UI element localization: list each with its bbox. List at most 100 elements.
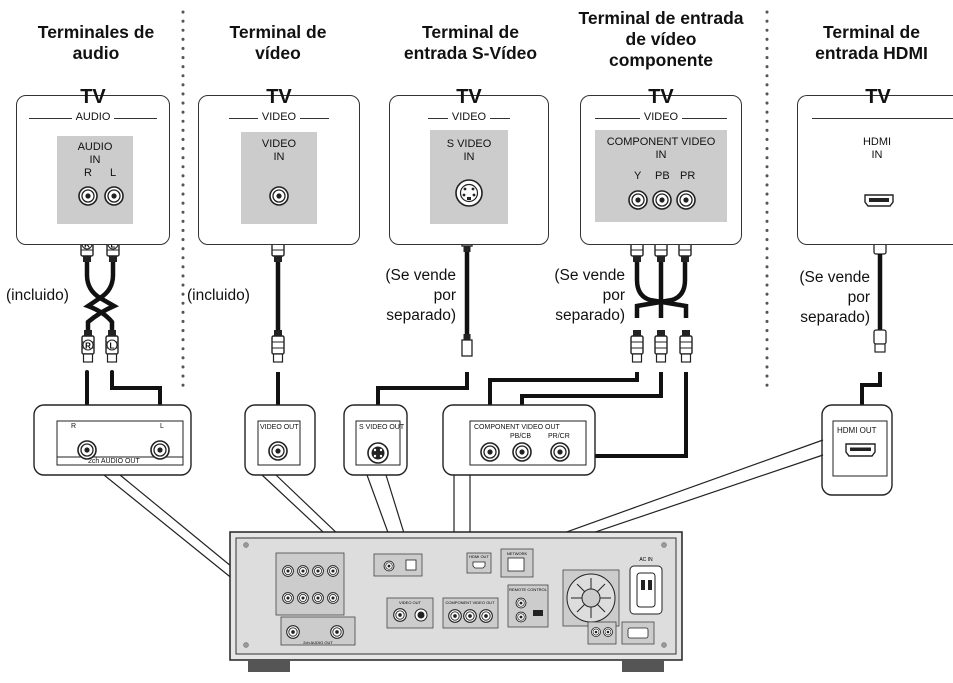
tv-audio-group-label: AUDIO bbox=[71, 111, 115, 123]
player-svideo-panel bbox=[343, 404, 408, 476]
heading-svideo-line2: entrada S-Vídeo bbox=[403, 43, 538, 63]
note-svideo-line1: (Se vende bbox=[385, 267, 456, 284]
tv-svideo-panel: S VIDEO IN bbox=[430, 130, 508, 224]
tv-svideo-panel-line1: S VIDEO bbox=[446, 138, 492, 150]
tv-svideo-box: TV VIDEO S VIDEO IN bbox=[389, 86, 549, 245]
heading-component: Terminal de entrada de vídeo componente bbox=[562, 8, 760, 71]
note-video-included: (incluido) bbox=[187, 286, 267, 306]
tv-svideo-panel-line2: IN bbox=[463, 151, 475, 163]
tv-component-title: TV bbox=[648, 86, 674, 108]
tv-hdmi-title: TV bbox=[865, 86, 891, 108]
video-plug-bottom bbox=[271, 329, 285, 363]
heading-video: Terminal de vídeo bbox=[198, 22, 358, 64]
note-audio-included-text: (incluido) bbox=[6, 287, 69, 304]
tv-hdmi-panel-line2: IN bbox=[871, 149, 883, 161]
heading-audio: Terminales de audio bbox=[16, 22, 176, 64]
tv-video-box: TV VIDEO VIDEO IN bbox=[198, 86, 360, 245]
rear-hdmi-out-label: HDMI OUT bbox=[469, 554, 489, 559]
audio-cable bbox=[83, 255, 120, 339]
tv-svideo-jack bbox=[455, 179, 483, 207]
rear-remote-label: REMOTE CONTROL bbox=[509, 587, 548, 592]
tv-audio-panel: AUDIO IN bbox=[57, 136, 133, 224]
note-hdmi-line3: separado) bbox=[800, 309, 870, 326]
note-svideo-line3: separado) bbox=[386, 307, 456, 324]
tv-hdmi-panel: HDMI IN bbox=[832, 132, 922, 222]
tv-audio-jacks bbox=[78, 186, 124, 206]
player-audio-panel bbox=[33, 404, 192, 476]
tv-audio-r-label: R bbox=[84, 167, 92, 179]
tv-audio-title: TV bbox=[80, 86, 106, 108]
tv-video-jack bbox=[269, 186, 289, 206]
heading-hdmi-line1: Terminal de bbox=[823, 22, 920, 42]
heading-video-line1: Terminal de bbox=[229, 22, 327, 42]
player-audio-l: L bbox=[160, 423, 164, 430]
player-svideo-title: S VIDEO OUT bbox=[359, 424, 405, 431]
component-plug-pb-bottom bbox=[654, 329, 668, 363]
player-component-pr: PR/CR bbox=[548, 433, 570, 440]
tv-svideo-title: TV bbox=[456, 86, 482, 108]
player-audio-title: 2ch AUDIO OUT bbox=[88, 458, 140, 465]
note-svideo-separate: (Se vende por separado) bbox=[362, 266, 456, 326]
note-audio-included: (incluido) bbox=[6, 286, 86, 306]
player-rear: 2ch AUDIO OUT VIDEO OUT COMPONENT VIDEO … bbox=[229, 531, 683, 672]
rear-ac-in-label: AC IN bbox=[639, 557, 653, 563]
tv-component-pr-label: PR bbox=[680, 170, 696, 182]
note-hdmi-line2: por bbox=[847, 289, 870, 306]
player-hdmi-title: HDMI OUT bbox=[837, 426, 877, 435]
tv-audio-box: TV AUDIO AUDIO IN R L bbox=[16, 86, 170, 245]
note-video-included-text: (incluido) bbox=[187, 287, 250, 304]
player-video-title: VIDEO OUT bbox=[260, 424, 299, 431]
rear-audio-out-label: 2ch AUDIO OUT bbox=[303, 640, 333, 645]
player-hdmi-panel bbox=[821, 404, 893, 496]
note-component-line2: por bbox=[602, 287, 625, 304]
component-plug-y-bottom bbox=[630, 329, 644, 363]
tv-component-y-label: Y bbox=[634, 170, 642, 182]
tv-svideo-group-label: VIDEO bbox=[447, 111, 491, 123]
tv-video-panel-line1: VIDEO bbox=[261, 138, 297, 150]
note-hdmi-separate: (Se vende por separado) bbox=[776, 268, 870, 328]
component-plug-pr-bottom bbox=[679, 329, 693, 363]
tv-component-panel-line1: COMPONENT VIDEO bbox=[606, 136, 716, 148]
player-component-panel bbox=[442, 404, 596, 476]
tv-component-panel: COMPONENT VIDEO IN bbox=[595, 130, 727, 222]
tv-video-panel: VIDEO IN bbox=[241, 132, 317, 224]
heading-video-line2: vídeo bbox=[255, 43, 301, 63]
player-audio-r: R bbox=[71, 423, 77, 430]
note-component-separate: (Se vende por separado) bbox=[531, 266, 625, 326]
tv-component-pb-label: PB bbox=[655, 170, 670, 182]
heading-hdmi-line2: entrada HDMI bbox=[815, 43, 928, 63]
tv-component-panel-line2: IN bbox=[655, 149, 667, 161]
note-hdmi-line1: (Se vende bbox=[799, 269, 870, 286]
tv-audio-l-label: L bbox=[110, 167, 117, 179]
note-component-line3: separado) bbox=[555, 307, 625, 324]
note-component-line1: (Se vende bbox=[554, 267, 625, 284]
heading-svideo: Terminal de entrada S-Vídeo bbox=[378, 22, 563, 64]
dotted-separators bbox=[181, 10, 769, 392]
heading-svideo-line1: Terminal de bbox=[422, 22, 519, 42]
heading-hdmi: Terminal de entrada HDMI bbox=[790, 22, 953, 64]
plug-letter-r: R bbox=[84, 241, 90, 250]
tv-video-title: TV bbox=[266, 86, 292, 108]
tv-component-group-label: VIDEO bbox=[639, 111, 683, 123]
tv-audio-panel-line1: AUDIO bbox=[77, 141, 113, 153]
tv-hdmi-port bbox=[864, 194, 894, 207]
tv-hdmi-panel-line1: HDMI bbox=[862, 136, 892, 148]
component-cable bbox=[634, 258, 689, 318]
heading-audio-line2: audio bbox=[72, 43, 120, 63]
heading-audio-line1: Terminales de bbox=[37, 22, 155, 42]
rear-video-out-label: VIDEO OUT bbox=[399, 600, 422, 605]
heading-component-line3: componente bbox=[608, 50, 714, 70]
tv-hdmi-box: TV HDMI IN bbox=[797, 86, 953, 245]
plug-letter-l-bottom: L bbox=[110, 342, 115, 351]
tv-component-box: TV VIDEO COMPONENT VIDEO IN Y PB PR bbox=[580, 86, 742, 245]
tv-audio-panel-line2: IN bbox=[89, 154, 101, 166]
rear-component-out-label: COMPONENT VIDEO OUT bbox=[445, 600, 495, 605]
tv-component-jacks bbox=[628, 190, 696, 210]
note-svideo-line2: por bbox=[433, 287, 456, 304]
tv-video-panel-line2: IN bbox=[273, 151, 285, 163]
heading-component-line2: de vídeo bbox=[625, 29, 697, 49]
tv-video-group-label: VIDEO bbox=[257, 111, 301, 123]
plug-letter-r-bottom: R bbox=[85, 342, 91, 351]
